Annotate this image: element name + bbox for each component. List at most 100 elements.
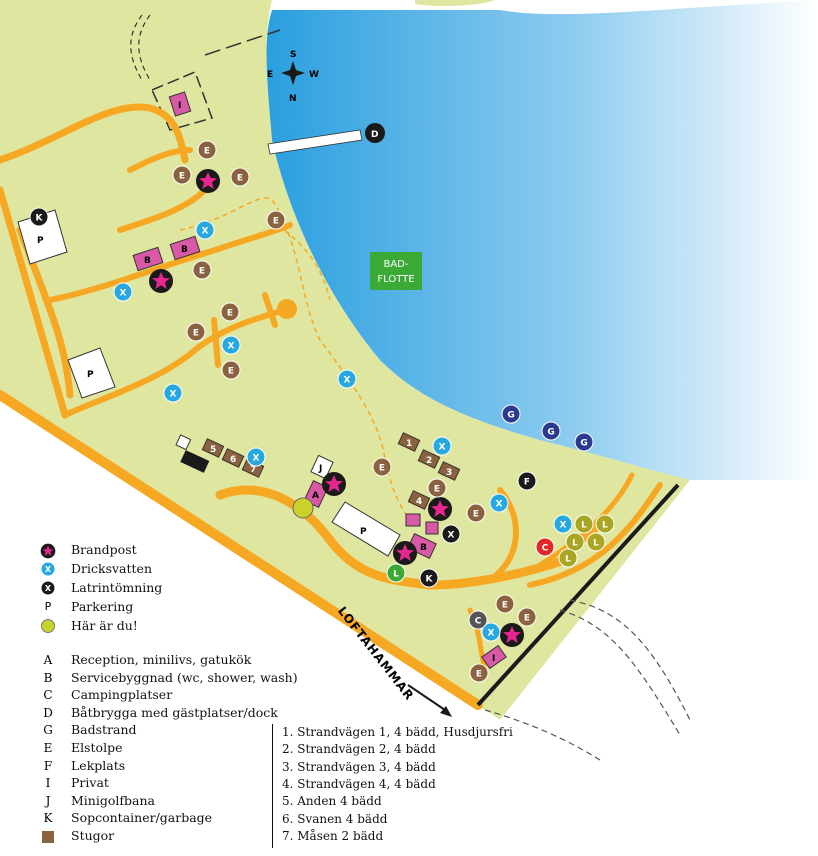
cabin-entry: 2. Strandvägen 2, 4 bädd [282,742,436,757]
drinking-water-points[interactable]: X X X X X X X X X X [113,220,573,642]
drinking-water-marker[interactable]: X [432,436,452,456]
cabin-entry: 6. Svanen 4 bädd [282,811,388,826]
campsite-marker[interactable]: L [574,514,594,534]
campsite-marker[interactable]: C [535,537,555,557]
campsite-marker[interactable]: L [595,514,615,534]
legend-label: Här är du! [71,618,138,633]
campsite-marker-letter: C [475,617,482,627]
electric-pole-marker[interactable]: E [427,478,447,498]
legend-letter: A [43,653,53,667]
electric-pole-marker-letter: E [228,367,234,377]
parking-area[interactable] [331,501,401,557]
electric-pole-marker[interactable]: E [221,360,241,380]
beach-marker[interactable]: G [574,432,594,452]
campsite-marker[interactable]: L [565,532,585,552]
drinking-water-marker-letter: X [488,629,495,639]
garbage-marker-letter: K [426,575,434,585]
electric-pole-marker[interactable]: E [466,503,486,523]
service-building[interactable] [407,533,437,559]
fire-hydrant-marker[interactable] [196,169,220,193]
fire-hydrant-marker[interactable] [428,497,452,521]
campsite-marker[interactable]: L [586,532,606,552]
svg-text:6: 6 [230,455,236,465]
electric-pole-marker[interactable]: E [266,210,286,230]
legend-label: Campingplatser [71,687,173,703]
electric-pole-marker[interactable]: E [197,140,217,160]
electric-pole-marker[interactable]: E [230,167,250,187]
electric-pole-marker[interactable]: E [495,594,515,614]
drinking-water-marker[interactable]: X [195,220,215,240]
beach-marker[interactable]: G [501,404,521,424]
electric-pole-marker[interactable]: E [372,457,392,477]
svg-text:2: 2 [426,456,432,466]
legend-letter: J [45,793,51,808]
svg-text:P: P [87,370,94,380]
drinking-water-marker[interactable]: X [246,447,266,467]
exit-road [569,599,691,721]
campsite-marker-letter: L [393,570,399,580]
electric-pole-marker[interactable]: E [469,663,489,683]
svg-text:1: 1 [406,439,412,449]
garbage-marker[interactable]: K [29,207,49,227]
bathing-float: BAD- FLOTTE [370,252,422,290]
you-are-here-marker [292,497,314,519]
svg-text:J: J [318,464,322,474]
water-area [266,0,818,480]
legend-letter: G [43,723,53,738]
minigolf-building[interactable] [310,454,334,480]
drinking-water-marker[interactable]: X [553,514,573,534]
legend-label: Servicebyggnad (wc, shower, wash) [71,669,298,685]
garbage-marker[interactable]: K [419,568,439,588]
drinking-water-marker[interactable]: X [163,383,183,403]
latrine-marker[interactable]: X [441,524,461,544]
electric-pole-marker-letter: E [237,174,243,184]
compass-n: N [289,94,297,104]
dock-marker[interactable]: D [365,123,385,143]
campsite-marker[interactable]: L [558,548,578,568]
electric-pole-marker-letter: E [273,217,279,227]
drinking-water-marker[interactable]: X [489,493,509,513]
campsite-marker[interactable]: C [468,610,488,630]
drinking-water-marker[interactable]: X [113,282,133,302]
campsite-marker[interactable]: L [386,563,406,583]
beach-marker-letter: G [547,428,554,438]
drinking-water-marker[interactable]: X [481,622,501,642]
svg-text:B: B [420,543,427,553]
beach-marker[interactable]: G [541,421,561,441]
latrine-marker-letter: X [448,531,455,541]
electric-pole-marker[interactable]: E [517,607,537,627]
electric-pole-marker[interactable]: E [192,260,212,280]
fire-hydrant-marker[interactable] [500,623,524,647]
svg-text:A: A [312,491,319,501]
electric-pole-marker[interactable]: E [186,322,206,342]
campsite-marker-letter: L [593,539,599,549]
fire-hydrant-marker[interactable] [393,541,417,565]
cabin-group-right[interactable]: 1 2 3 4 [397,432,461,510]
svg-text:I: I [178,101,181,111]
fire-hydrant-marker[interactable] [149,269,173,293]
campsite-marker-letter: L [572,539,578,549]
service-building[interactable] [169,235,201,261]
cabin-entry: 3. Strandvägen 3, 4 bädd [282,759,436,774]
playground-marker[interactable]: F [517,471,537,491]
drinking-water-marker[interactable]: X [337,369,357,389]
electric-pole-marker[interactable]: E [220,302,240,322]
drinking-water-marker[interactable]: X [221,335,241,355]
exit-road-left [484,709,601,761]
parking-area[interactable] [67,347,116,399]
legend-label: Båtbrygga med gästplatser/dock [71,704,278,720]
svg-text:P: P [37,236,44,246]
private-building [481,644,507,670]
garbage-marker-letter: K [36,214,44,224]
legend-label: Reception, minilivs, gatukök [71,652,252,667]
electric-pole-marker[interactable]: E [172,165,192,185]
fire-hydrant-marker[interactable] [322,472,346,496]
service-building[interactable] [132,246,164,272]
cabin-list [272,724,273,848]
dock-jetty [267,129,363,155]
cabin-entry: 5. Anden 4 bädd [282,794,382,809]
drinking-water-marker-letter: X [202,227,209,237]
